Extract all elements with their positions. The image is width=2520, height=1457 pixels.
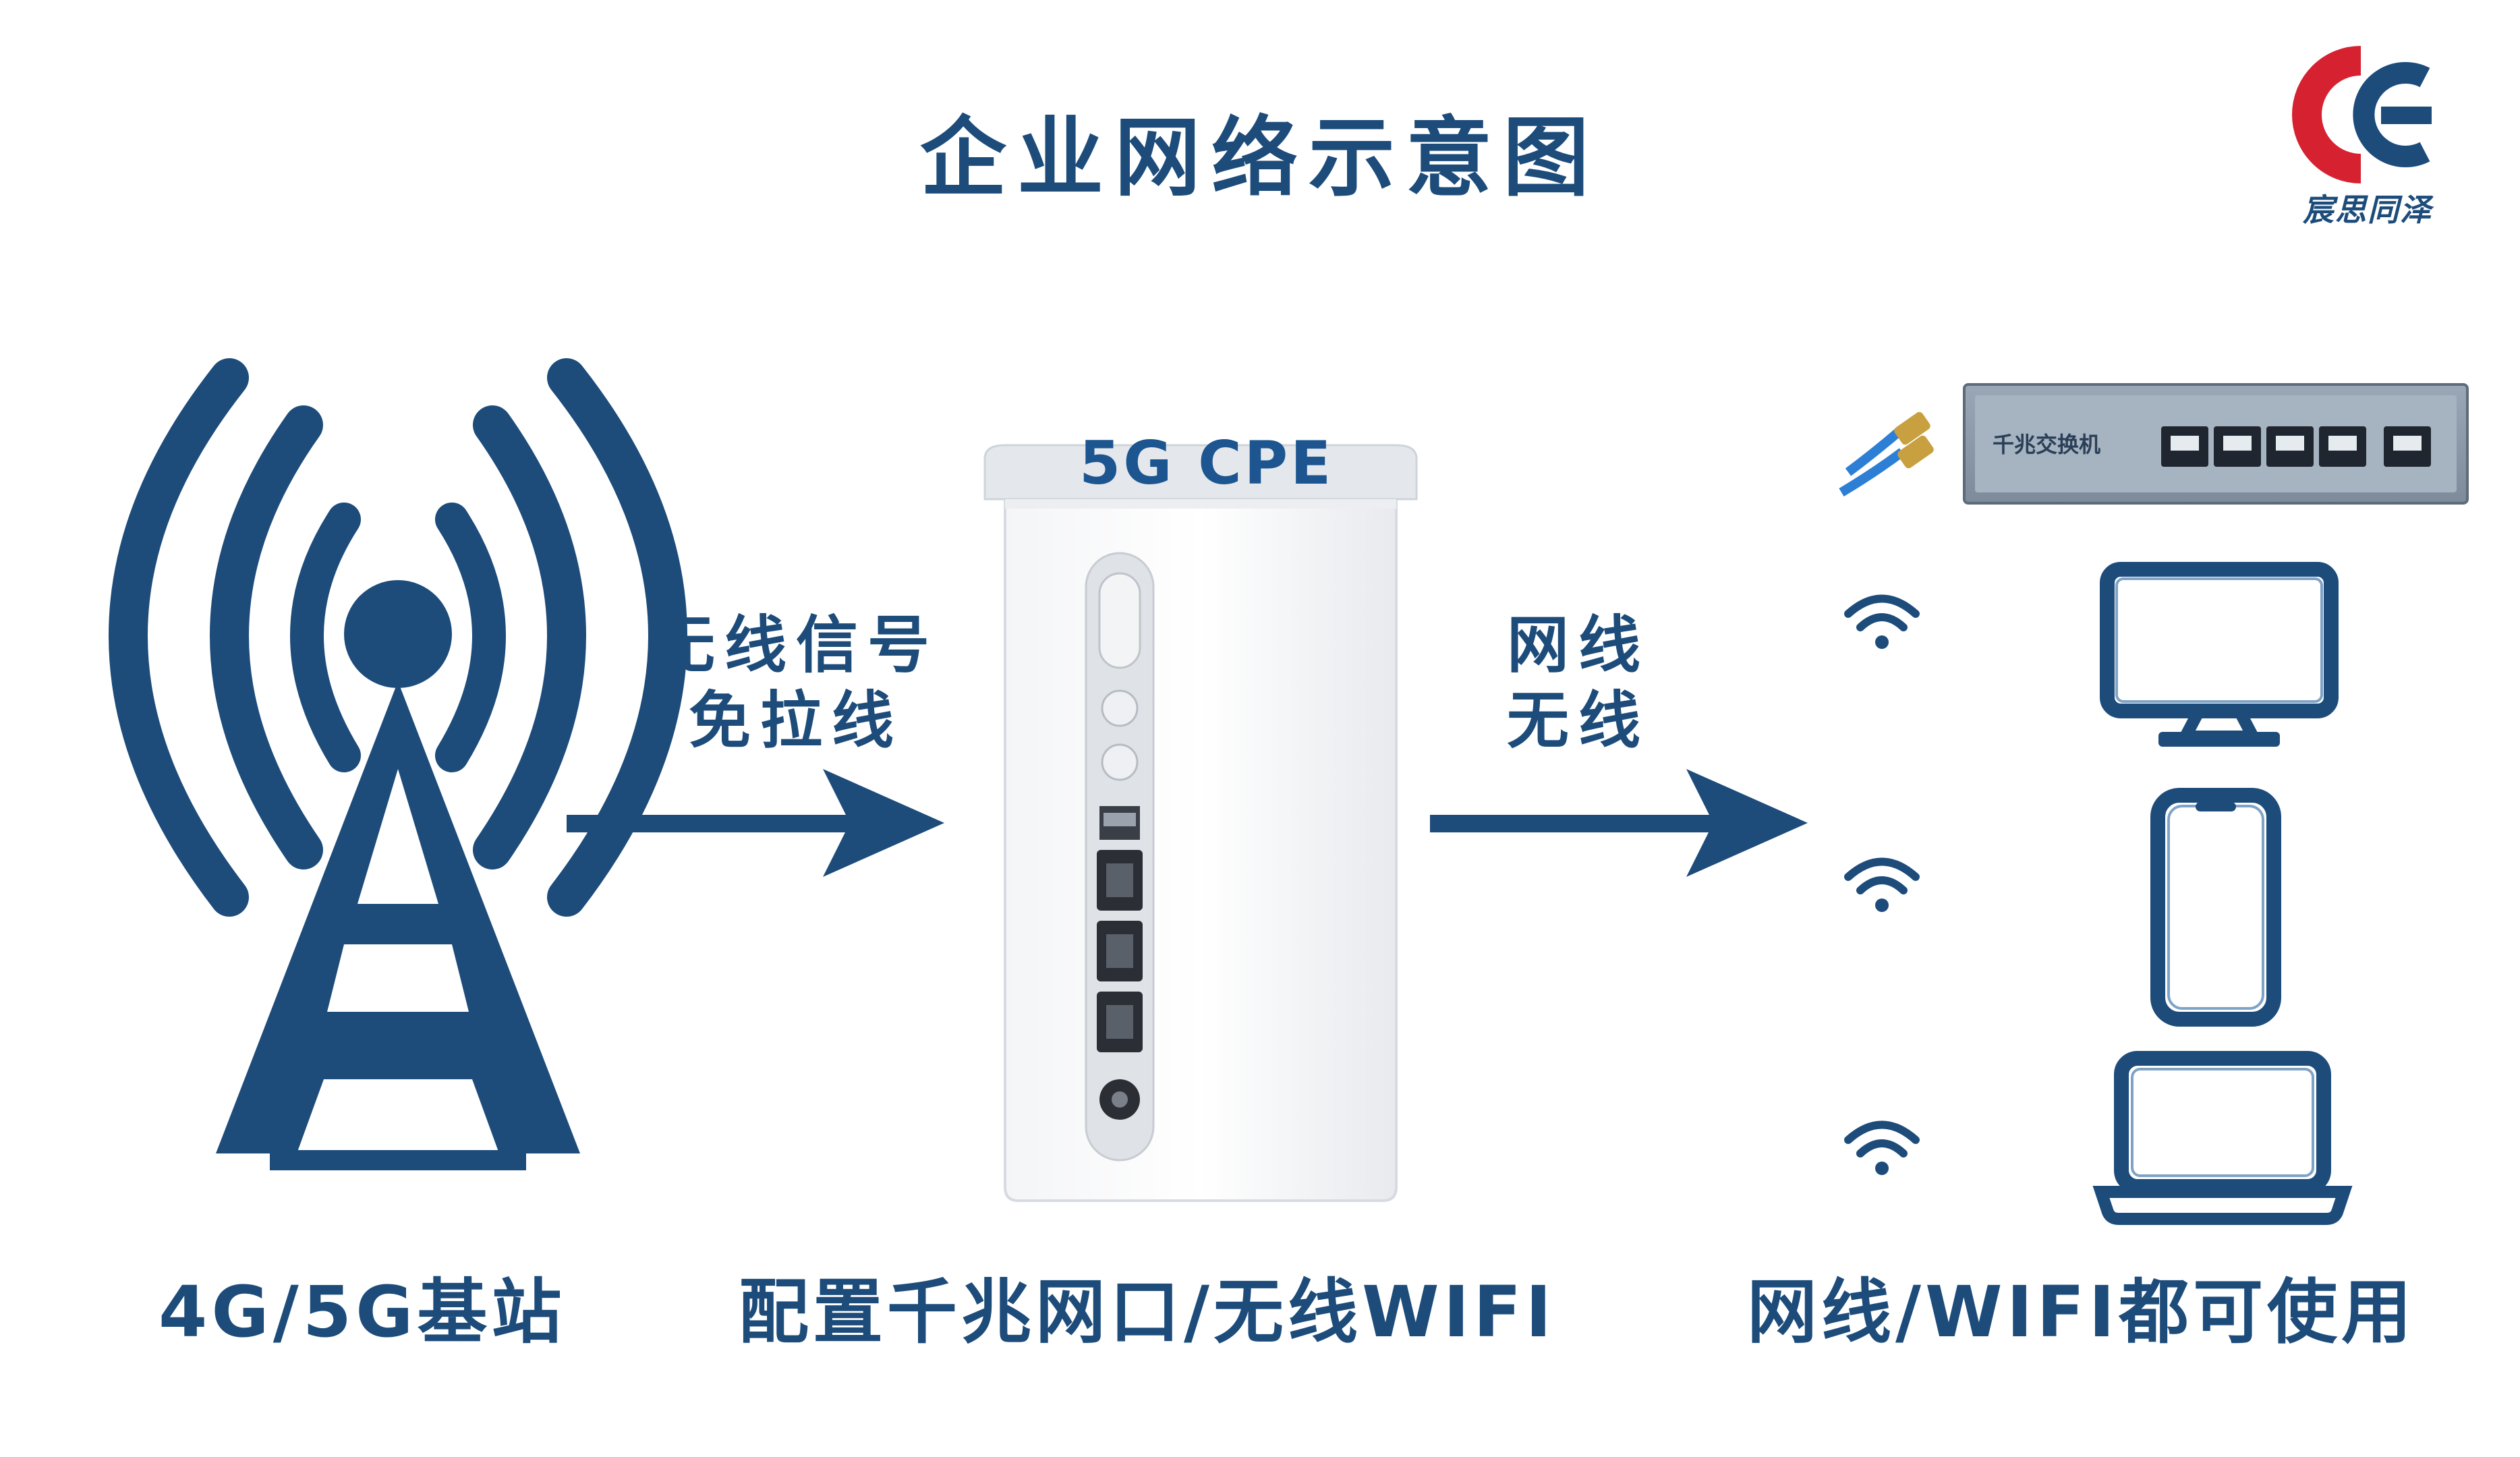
devices-caption: 网线/WIFI都可使用: [1747, 1271, 2416, 1353]
arrow-right-text: 网线 无线: [1450, 607, 1707, 758]
arrow-right-line2: 无线: [1506, 684, 1650, 757]
cpe-caption: 配置千兆网口/无线WIFI: [739, 1271, 1556, 1353]
phone-icon: [2150, 788, 2281, 1027]
arrow-left-icon: [567, 769, 944, 877]
cell-tower-icon: [109, 358, 687, 1170]
wifi-icon: [1844, 594, 1920, 649]
arrow-left-text: 无线信号 免拉线: [627, 607, 965, 758]
router-icon: [983, 444, 1418, 1202]
wifi-icon: [1844, 1120, 1920, 1175]
arrow-left-line1: 无线信号: [652, 608, 939, 681]
brand-logo: 宸思同泽: [2266, 40, 2469, 243]
monitor-icon: [2100, 562, 2339, 747]
wifi-icon: [1844, 857, 1920, 912]
arrow-right-icon: [1430, 769, 1808, 877]
brand-name: 宸思同泽: [2303, 192, 2432, 228]
cpe-label: 5G CPE: [1079, 428, 1334, 498]
ethernet-cable-icon: [1839, 411, 1934, 497]
switch-label: 千兆交换机: [1993, 432, 2101, 457]
diagram-title: 企业网络示意图: [919, 107, 1600, 208]
network-switch: 千兆交换机: [1963, 383, 2469, 505]
laptop-icon: [2092, 1051, 2353, 1225]
arrow-right-line1: 网线: [1506, 608, 1650, 681]
switch-ports-icon: [2161, 426, 2431, 467]
arrow-left-line2: 免拉线: [688, 684, 903, 757]
tower-caption: 4G/5G基站: [159, 1271, 566, 1353]
ce-logo-icon: [2292, 46, 2432, 183]
